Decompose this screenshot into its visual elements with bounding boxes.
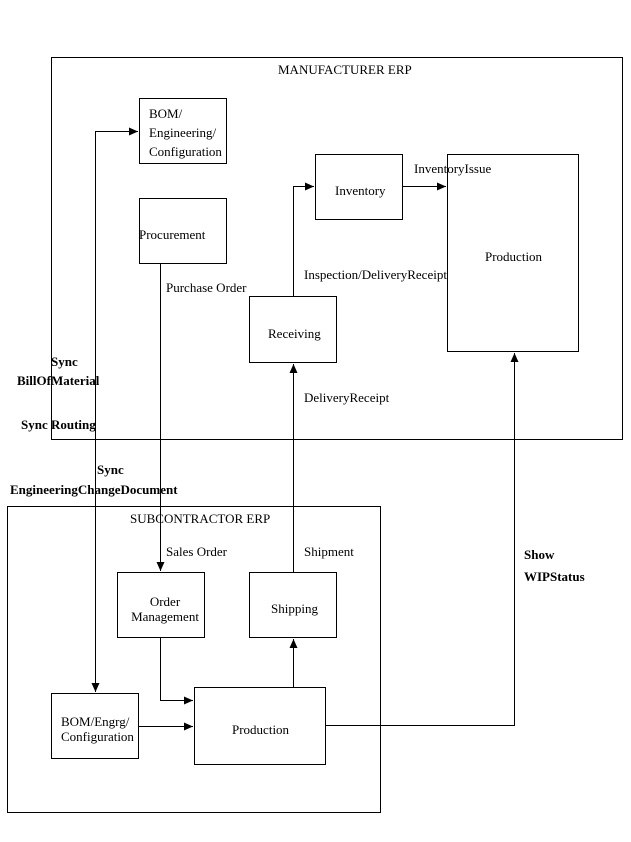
edge-inspection-delivery-receipt	[293, 182, 314, 296]
label-shipment: Shipment	[304, 544, 354, 559]
sub-order-management-line2: Management	[131, 609, 199, 624]
label-purchase-order: Purchase Order	[166, 280, 247, 295]
mfg-bom-line2: Engineering/	[149, 125, 217, 140]
edge-order-to-production	[160, 638, 193, 705]
subcontractor-erp-container	[7, 506, 381, 813]
mfg-bom-line1: BOM/	[149, 106, 183, 121]
label-sync-ecd-line2: EngineeringChangeDocument	[10, 482, 178, 497]
mfg-bom-line3: Configuration	[149, 144, 222, 159]
label-sync-bom-line2: BillOfMaterial	[17, 373, 100, 388]
mfg-procurement-label: Procurement	[139, 227, 206, 242]
sub-shipping-box[interactable]	[249, 572, 337, 638]
label-sync-routing: Sync Routing	[21, 417, 96, 432]
label-inventory-issue: InventoryIssue	[414, 161, 492, 176]
sub-order-management-label: Order Management	[118, 594, 212, 624]
sub-bom-box[interactable]	[51, 693, 139, 759]
manufacturer-erp-container	[51, 57, 623, 440]
mfg-bom-label: BOM/ Engineering/ Configuration	[149, 106, 222, 159]
mfg-receiving-label: Receiving	[268, 326, 321, 341]
label-delivery-receipt: DeliveryReceipt	[304, 390, 390, 405]
sub-production-box[interactable]	[194, 687, 326, 765]
label-sync-ecd-line1: Sync	[97, 462, 124, 477]
sub-production-label: Production	[232, 722, 290, 737]
mfg-inventory-box[interactable]	[315, 154, 403, 220]
sub-bom-label: BOM/Engrg/ Configuration	[61, 714, 134, 744]
label-sync-bom-line1: Sync	[51, 354, 78, 369]
mfg-production-box[interactable]	[447, 154, 579, 352]
manufacturer-erp-title: MANUFACTURER ERP	[278, 62, 412, 77]
edge-show-wip-status	[326, 353, 519, 726]
sub-order-management-box[interactable]	[117, 572, 205, 638]
sub-bom-line1: BOM/Engrg/	[61, 714, 130, 729]
label-show-wip-line1: Show	[524, 547, 555, 562]
mfg-inventory-label: Inventory	[335, 183, 386, 198]
subcontractor-erp-title: SUBCONTRACTOR ERP	[130, 511, 271, 526]
label-sales-order: Sales Order	[166, 544, 228, 559]
mfg-production-label: Production	[485, 249, 543, 264]
mfg-receiving-box[interactable]	[249, 296, 337, 363]
sub-bom-line2: Configuration	[61, 729, 134, 744]
label-inspection-delivery-receipt: Inspection/DeliveryReceipt	[304, 267, 447, 282]
edge-sync-bom-up	[95, 127, 138, 600]
label-show-wip-line2: WIPStatus	[524, 569, 585, 584]
mfg-procurement-box[interactable]	[139, 198, 227, 264]
sub-order-management-line1: Order	[149, 594, 181, 609]
sub-shipping-label: Shipping	[271, 601, 318, 616]
mfg-bom-box[interactable]	[139, 98, 227, 164]
